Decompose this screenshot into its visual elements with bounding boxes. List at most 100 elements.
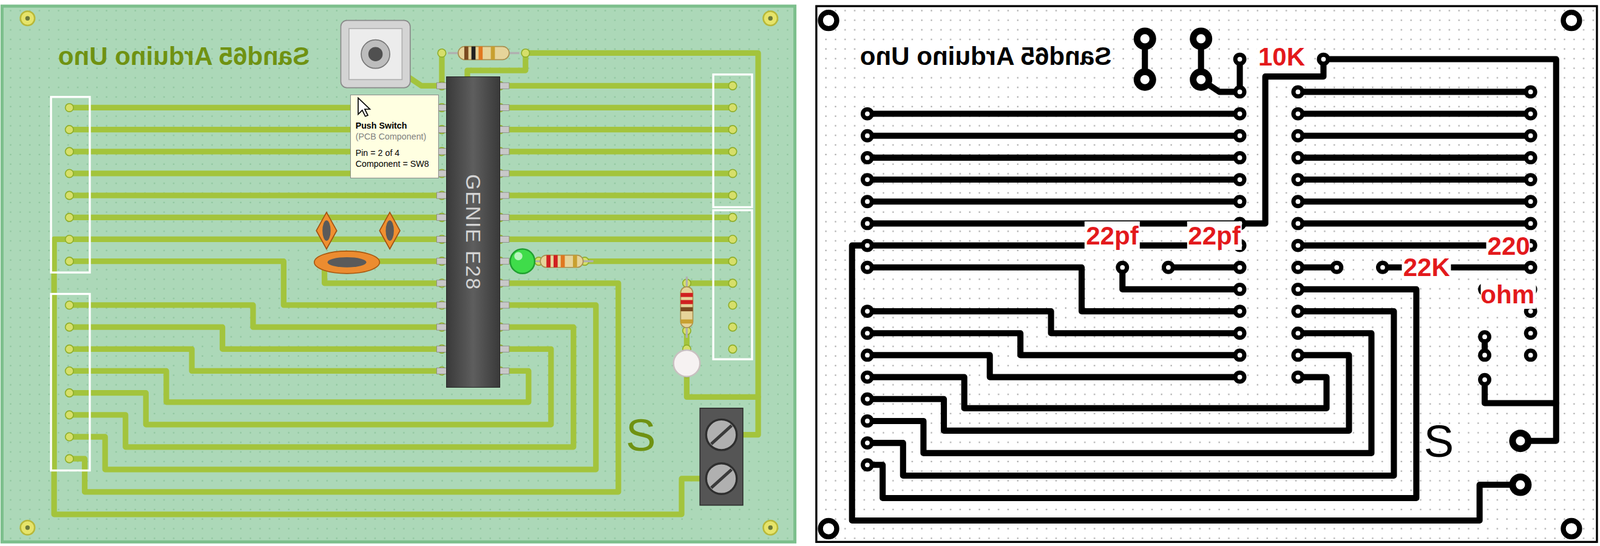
- header-outline: [50, 97, 90, 273]
- pcb-graphic: [458, 46, 510, 61]
- pcb-graphic: [728, 147, 737, 156]
- copper-trace: [1168, 264, 1241, 271]
- pcb-graphic: [860, 370, 875, 385]
- pcb-graphic: [728, 301, 737, 309]
- pcb-graphic: [1233, 261, 1247, 275]
- pcb-graphic: [1295, 155, 1301, 161]
- copper-trace: [500, 83, 733, 89]
- pcb-graphic: [860, 194, 875, 209]
- pcb-graphic: [65, 213, 74, 222]
- pcb-graphic: [860, 261, 875, 275]
- resistor-symbol: [447, 46, 520, 61]
- pcb-graphic: [1477, 330, 1492, 344]
- copper-trace: [69, 305, 442, 328]
- pcb-graphic: [864, 418, 870, 424]
- board-title: Sand65 Arduino Uno: [57, 41, 309, 70]
- mounting-hole: [820, 520, 838, 538]
- pcb-graphic: [1291, 370, 1305, 385]
- node-text: Pin = 2 of 4: [355, 148, 400, 160]
- pcb-graphic: [1508, 474, 1532, 497]
- ic-pin: [498, 324, 510, 331]
- pcb-graphic: [349, 28, 402, 80]
- pcb-graphic: [860, 107, 875, 121]
- pcb-graphic: [572, 255, 578, 268]
- pcb-graphic: [728, 257, 737, 266]
- pcb-graphic: [1133, 27, 1157, 50]
- copper-trace: [500, 214, 733, 221]
- pcb-graphic: [864, 265, 870, 271]
- pcb-graphic: [860, 151, 875, 165]
- pcb-graphic: [546, 255, 551, 268]
- pcb-graphic: [1140, 75, 1150, 85]
- pcb-graphic: [864, 353, 870, 359]
- pcb-graphic: [65, 169, 74, 178]
- pcb-graphic: [1237, 199, 1243, 204]
- pcb-graphic: [711, 425, 733, 444]
- pcb-graphic: [1524, 107, 1538, 121]
- pcb-graphic: [728, 81, 737, 90]
- copper-trace: [867, 355, 1241, 377]
- pcb-graphic: [728, 235, 737, 244]
- pcb-graphic: [322, 220, 331, 241]
- pcb-graphic: [1291, 107, 1305, 121]
- pcb-graphic: [1233, 304, 1247, 319]
- pcb-graphic: [471, 46, 476, 61]
- copper-trace: [867, 132, 1241, 139]
- pcb-graphic: [1237, 265, 1243, 271]
- copper-trace: [500, 105, 733, 111]
- pcb-graphic: [1295, 221, 1301, 227]
- pcb-graphic: [1329, 261, 1344, 275]
- board-left-grid: [4, 7, 794, 540]
- copper-trace: [1484, 379, 1557, 404]
- pcb-graphic: [1237, 133, 1243, 139]
- pcb-graphic: [1528, 199, 1534, 204]
- pcb-graphic: [728, 279, 737, 288]
- copper-trace: [686, 280, 733, 286]
- pcb-graphic: [1524, 216, 1538, 231]
- pcb-graphic: [1528, 133, 1534, 139]
- pcb-graphic: [705, 419, 737, 450]
- pcb-graphic: [1115, 261, 1129, 275]
- copper-trace: [1297, 111, 1531, 118]
- pcb-graphic: [1295, 199, 1301, 204]
- corner-pad: [762, 11, 778, 27]
- ic-pin: [498, 148, 510, 155]
- component-value: 220 ohm: [1474, 222, 1542, 320]
- copper-trace: [1122, 267, 1240, 290]
- pcb-graphic: [1295, 308, 1301, 314]
- pcb-graphic: [1291, 84, 1305, 99]
- crystal-symbol: [314, 251, 380, 274]
- pcb-graphic: [385, 220, 394, 241]
- pcb-graphic: [65, 147, 74, 156]
- copper-trace: [867, 242, 1241, 249]
- pcb-graphic: [1528, 265, 1534, 271]
- pcb-graphic: [860, 239, 875, 253]
- node-title: GENIE E28: [461, 174, 485, 291]
- pcb-graphic: [864, 155, 870, 161]
- pcb-graphic: [1233, 370, 1247, 385]
- pcb-graphic: [1528, 89, 1534, 95]
- copper-trace: [867, 333, 1372, 454]
- ic-pin: [498, 367, 510, 374]
- board-title: Sand65 Arduino Uno: [858, 43, 1113, 69]
- pcb-graphic: [1334, 265, 1339, 271]
- corner-pad: [20, 520, 36, 536]
- pcb-graphic: [1482, 334, 1488, 340]
- ic-pin: [498, 280, 510, 287]
- pcb-graphic: [864, 243, 870, 249]
- pcb-graphic: [864, 462, 870, 468]
- ic-pin: [498, 192, 510, 199]
- component-value: 22K: [1402, 254, 1452, 281]
- copper-trace: [686, 373, 759, 398]
- pcb-graphic: [1233, 107, 1247, 121]
- pcb-graphic: [1291, 172, 1305, 187]
- pcb-graphic: [1233, 348, 1247, 362]
- pcb-graphic: [1291, 348, 1305, 362]
- capacitor-symbol: [316, 212, 337, 250]
- pcb-graphic: [680, 300, 693, 305]
- led-white: [673, 350, 701, 377]
- component-value: 22pf: [1186, 221, 1242, 251]
- pcb-graphic: [1291, 216, 1305, 231]
